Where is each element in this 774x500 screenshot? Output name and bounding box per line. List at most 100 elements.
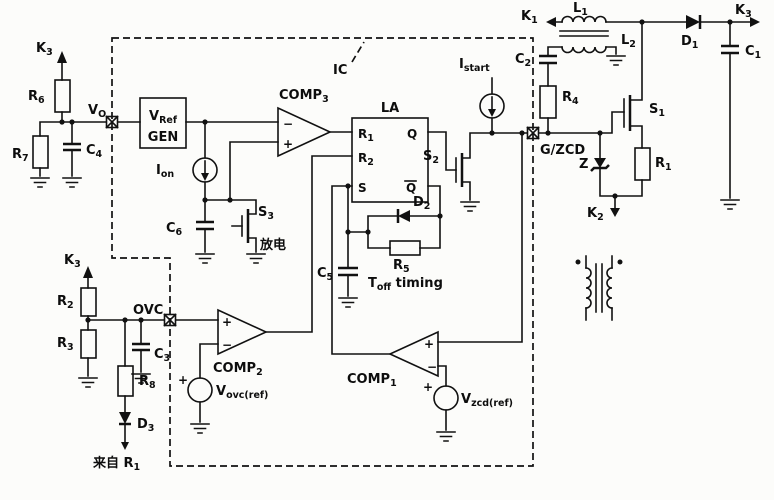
terminal-k1-arrow bbox=[546, 17, 556, 27]
voltage-source-vovc-ref bbox=[187, 377, 213, 403]
comparator-comp3 bbox=[277, 106, 332, 158]
label-r3: R3 bbox=[57, 336, 74, 353]
resistor-r1-right bbox=[634, 147, 651, 181]
comp3-minus-sign: − bbox=[283, 117, 293, 131]
label-z: Z bbox=[579, 157, 588, 172]
voltage-source-vzcd-ref bbox=[433, 385, 459, 411]
label-r6: R6 bbox=[28, 89, 45, 106]
label-la: LA bbox=[381, 101, 399, 116]
label-s1: S1 bbox=[649, 102, 665, 119]
resistor-r4 bbox=[539, 85, 557, 119]
label-vref-line2: GEN bbox=[148, 130, 178, 145]
label-s2: S2 bbox=[423, 149, 439, 166]
label-istart: Istart bbox=[459, 57, 490, 74]
terminal-k2-arrow bbox=[610, 208, 620, 217]
label-r4: R4 bbox=[562, 90, 579, 107]
label-d3: D3 bbox=[137, 417, 154, 434]
comp2-minus-sign: − bbox=[222, 338, 232, 352]
label-s3: S3 bbox=[258, 205, 274, 222]
label-r8: R8 bbox=[139, 374, 156, 391]
capacitor-c2 bbox=[539, 54, 557, 65]
latch-pin-qbar: Q bbox=[406, 181, 416, 195]
capacitor-c5 bbox=[338, 266, 358, 277]
label-c4: C4 bbox=[86, 143, 103, 160]
inductor-l2 bbox=[561, 46, 607, 54]
label-c3: C3 bbox=[154, 347, 170, 364]
resistor-r8 bbox=[117, 365, 134, 397]
resistor-r3 bbox=[80, 329, 97, 359]
label-d1: D1 bbox=[681, 34, 698, 51]
label-c2: C2 bbox=[515, 52, 531, 69]
diode-d3 bbox=[119, 412, 131, 450]
wires-zcd bbox=[437, 77, 625, 343]
vovc-plus-sign: + bbox=[178, 373, 188, 387]
terminal-k3-top-right-arrow bbox=[750, 17, 760, 27]
latch-pin-s: S bbox=[358, 181, 367, 195]
polarity-dot-right bbox=[617, 259, 623, 265]
label-comp2: COMP2 bbox=[213, 361, 263, 378]
comparator-comp2 bbox=[217, 308, 268, 356]
label-r5: R5 bbox=[393, 258, 410, 275]
transformer-core-top bbox=[559, 30, 609, 37]
resistor-r6 bbox=[54, 79, 71, 113]
label-vo: VO bbox=[88, 103, 106, 120]
resistor-r7 bbox=[32, 135, 49, 169]
comp2-plus-sign: + bbox=[222, 315, 232, 329]
label-k1: K1 bbox=[521, 9, 538, 26]
ic-boundary bbox=[111, 37, 534, 467]
mosfet-s1 bbox=[623, 95, 632, 131]
diode-d2 bbox=[396, 209, 410, 223]
label-r2: R2 bbox=[57, 294, 74, 311]
mosfet-s3 bbox=[241, 209, 250, 243]
current-source-istart bbox=[479, 93, 505, 119]
comp3-plus-sign: + bbox=[283, 137, 293, 151]
capacitor-c4 bbox=[63, 142, 81, 152]
polarity-dot-left bbox=[575, 259, 581, 265]
label-k3-bottom-left: K3 bbox=[64, 253, 81, 270]
labels-layer: K3 R6 R7 C4 VO VRef GEN Ion C6 S3 放电 COM… bbox=[12, 1, 761, 473]
label-d2: D2 bbox=[413, 195, 430, 212]
diode-d1 bbox=[686, 15, 702, 29]
wires-right bbox=[547, 21, 751, 321]
latch-pin-q: Q bbox=[407, 127, 417, 141]
comparator-comp1 bbox=[388, 330, 439, 378]
vzcd-plus-sign: + bbox=[423, 380, 433, 394]
label-comp3: COMP3 bbox=[279, 88, 329, 105]
label-comp1: COMP1 bbox=[347, 372, 397, 389]
label-r7: R7 bbox=[12, 147, 29, 164]
label-vzcd-ref: Vzcd(ref) bbox=[461, 392, 513, 409]
label-k3-top-left: K3 bbox=[36, 41, 53, 58]
label-vovc-ref: Vovc(ref) bbox=[216, 384, 268, 401]
terminal-k3-bottom-left bbox=[83, 266, 93, 289]
label-c1: C1 bbox=[745, 44, 761, 61]
label-ion: Ion bbox=[156, 163, 174, 180]
label-toff-timing: Toff timing bbox=[368, 276, 443, 293]
label-vref-line1: VRef bbox=[149, 109, 178, 126]
signs-layer: − + + − + − + + bbox=[178, 117, 437, 394]
inductor-l1 bbox=[561, 15, 607, 23]
label-l2: L2 bbox=[621, 33, 636, 50]
junction-dots bbox=[59, 19, 733, 323]
capacitor-c3 bbox=[132, 342, 150, 352]
terminal-k3-top-left bbox=[57, 51, 67, 81]
capacitor-c1 bbox=[721, 44, 739, 55]
label-ic: IC bbox=[333, 63, 347, 78]
label-k3-top-right: K3 bbox=[735, 3, 752, 20]
resistor-r2 bbox=[80, 287, 97, 317]
label-r1-right: R1 bbox=[655, 156, 672, 173]
label-l1: L1 bbox=[573, 1, 588, 18]
current-source-ion bbox=[192, 157, 218, 183]
vref-gen-block bbox=[139, 97, 187, 149]
latch-pin-r2: R2 bbox=[358, 151, 374, 168]
latch-pin-r1: R1 bbox=[358, 127, 374, 144]
label-from-r1: 来自 R1 bbox=[92, 455, 140, 473]
label-gzcd: G/ZCD bbox=[540, 143, 585, 158]
label-c5: C5 bbox=[317, 266, 333, 283]
mosfet-s2 bbox=[455, 153, 464, 187]
label-ovc: OVC bbox=[133, 303, 163, 318]
zener-diode-z bbox=[590, 158, 610, 172]
label-k2: K2 bbox=[587, 206, 604, 223]
